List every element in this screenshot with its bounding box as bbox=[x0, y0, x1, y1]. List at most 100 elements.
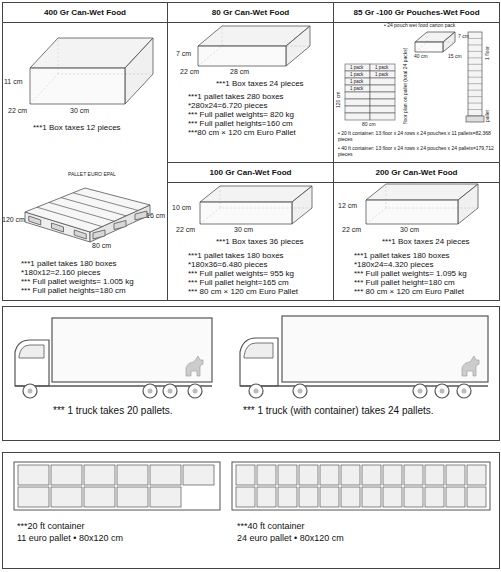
box-front bbox=[198, 46, 286, 66]
pallet-top bbox=[25, 188, 150, 232]
dimension-label: 1 pack bbox=[350, 66, 363, 71]
pack-cell bbox=[370, 64, 395, 71]
dimension-label: PALLET EURO EPAL bbox=[68, 172, 116, 178]
pack-cell bbox=[370, 92, 395, 99]
panel-heading: 200 Gr Can-Wet Food bbox=[334, 163, 499, 183]
pallet-slat bbox=[73, 193, 138, 211]
panel-text: • 20 ft container: 13 floor x 24 rows x … bbox=[338, 131, 496, 143]
pack-cell bbox=[345, 78, 370, 85]
pack-cell bbox=[345, 113, 370, 120]
dimension-label: 30 cm bbox=[234, 226, 253, 234]
panel-text: *180x12=2.160 pieces bbox=[21, 268, 100, 277]
carton-box bbox=[30, 38, 153, 104]
dimension-label: 22 cm bbox=[176, 226, 195, 234]
dimension-label: 11 cm bbox=[4, 78, 23, 86]
container-band: ***20 ft container11 euro pallet • 80x12… bbox=[2, 452, 500, 569]
dimension-label: 30 cm bbox=[400, 226, 419, 234]
panel-text: *** Full pallet height=180 cm bbox=[354, 278, 455, 287]
panel-text: ***80 cm × 120 cm Euro Pallet bbox=[188, 128, 296, 137]
dimension-label: 7 cm bbox=[176, 50, 191, 58]
floor-plan-grid bbox=[345, 64, 395, 120]
panel-text: ***1 Box taxes 12 pieces bbox=[33, 123, 121, 132]
carton-box bbox=[198, 26, 310, 66]
dimension-label: 40 cm bbox=[414, 54, 428, 60]
pallet-block bbox=[29, 216, 41, 225]
dimension-label: 12 cm bbox=[338, 202, 357, 210]
carton-box bbox=[366, 184, 478, 224]
panel-heading: 80 Gr Can-Wet Food bbox=[168, 3, 333, 23]
pallet-block bbox=[135, 211, 147, 220]
pack-cell bbox=[345, 71, 370, 78]
pallet-block bbox=[74, 230, 86, 239]
box-side bbox=[292, 186, 312, 224]
product-panel: 80 Gr Can-Wet Food ***1 Box taxes 24 piec… bbox=[167, 2, 334, 163]
dog-logo bbox=[186, 356, 203, 376]
euro-pallet bbox=[25, 188, 150, 242]
box-front bbox=[200, 202, 292, 224]
pallet-block bbox=[93, 230, 105, 239]
dimension-label: 30 cm bbox=[70, 107, 89, 115]
panel-text: *** Full pallet heights=180 cm bbox=[21, 286, 126, 295]
panel-text: ***1 Box taxes 24 pieces bbox=[382, 237, 470, 246]
panel-text: • 40 ft container: 13 floor x 24 rows x … bbox=[338, 146, 496, 158]
panel-text: ***1 pallet takes 180 boxes bbox=[21, 259, 117, 268]
box-front bbox=[366, 200, 458, 224]
panel-text: ***1 Box taxes 36 pieces bbox=[216, 237, 304, 246]
carton-box bbox=[200, 186, 312, 224]
vertical-label: floor plan on pallet (total 24 packs) bbox=[403, 48, 409, 124]
dimension-label: 1 pack bbox=[350, 73, 363, 78]
dimension-label: 7 cm bbox=[458, 34, 469, 40]
pack-cell bbox=[370, 106, 395, 113]
dimension-label: 28 cm bbox=[230, 68, 249, 76]
dimension-label: 16 cm bbox=[146, 212, 165, 220]
truck-band: *** 1 truck takes 20 pallets.*** 1 truck… bbox=[2, 306, 500, 441]
vertical-label: 1 floor bbox=[485, 46, 491, 60]
panel-heading: 400 Gr Can-Wet Food bbox=[3, 3, 167, 23]
box-side bbox=[443, 32, 455, 52]
vertical-label: pallet bbox=[485, 110, 491, 122]
panel-text: *** 80 cm × 120 cm Euro Pallet bbox=[188, 287, 298, 296]
dimension-label: • 24 pouch wet food carton pack bbox=[384, 23, 455, 29]
panel-text: *** 1 truck (with container) takes 24 pa… bbox=[243, 405, 434, 417]
panel-heading: 85 Gr -100 Gr Pouches-Wet Food bbox=[334, 3, 499, 23]
panel-text: *** Full pallet height=165 cm bbox=[188, 278, 289, 287]
pallet-block bbox=[114, 221, 126, 230]
product-panel: 400 Gr Can-Wet Food ***1 Box taxes 12 pie… bbox=[2, 2, 168, 301]
pack-cell bbox=[345, 64, 370, 71]
dimension-label: 80 cm bbox=[362, 122, 376, 128]
dimension-label: 22 cm bbox=[180, 68, 199, 76]
panel-text: *** Full pallet weights= 955 kg bbox=[188, 269, 294, 278]
pack-cell bbox=[370, 78, 395, 85]
box-side bbox=[458, 184, 478, 224]
panel-text: ***1 pallet takes 180 boxes bbox=[188, 251, 284, 260]
panel-text: *180x36=6.480 pieces bbox=[188, 260, 267, 269]
box-side bbox=[125, 38, 153, 104]
dimension-label: 22 cm bbox=[342, 226, 361, 234]
pallet-slat bbox=[49, 202, 114, 221]
container-plan bbox=[14, 462, 490, 510]
panel-text: ***1 pallet takes 280 boxes bbox=[188, 92, 284, 101]
panel-text: ***1 Box taxes 24 pieces bbox=[216, 79, 304, 88]
panel-text: *** Full pallet weights= 820 kg bbox=[188, 110, 294, 119]
pallet-slat bbox=[37, 207, 102, 226]
pallet-block bbox=[52, 223, 64, 232]
pack-cell bbox=[370, 113, 395, 120]
pack-cell bbox=[370, 71, 395, 78]
panel-text: *** Full pallet weights= 1.005 kg bbox=[21, 277, 134, 286]
container-truck bbox=[240, 316, 488, 398]
panel-text: *180x24=4.320 pieces bbox=[354, 260, 433, 269]
pack-cell bbox=[345, 99, 370, 106]
dimension-label: 1 pack bbox=[375, 73, 388, 78]
vertical-label: 120 cm bbox=[336, 92, 342, 108]
panel-text: *** Full pallet weights= 1.095 kg bbox=[354, 269, 467, 278]
panel-text: *** Full pallet heights=160 cm bbox=[188, 119, 293, 128]
dimension-label: 1 pack bbox=[350, 80, 363, 85]
panel-text: 11 euro pallet • 80x120 cm bbox=[17, 533, 123, 543]
dog-logo bbox=[462, 356, 479, 376]
box-front bbox=[415, 42, 443, 52]
dimension-label: 120 cm bbox=[2, 216, 25, 224]
panel-text: ***1 pallet takes 180 boxes bbox=[354, 251, 450, 260]
dimension-label: 80 cm bbox=[92, 242, 111, 250]
